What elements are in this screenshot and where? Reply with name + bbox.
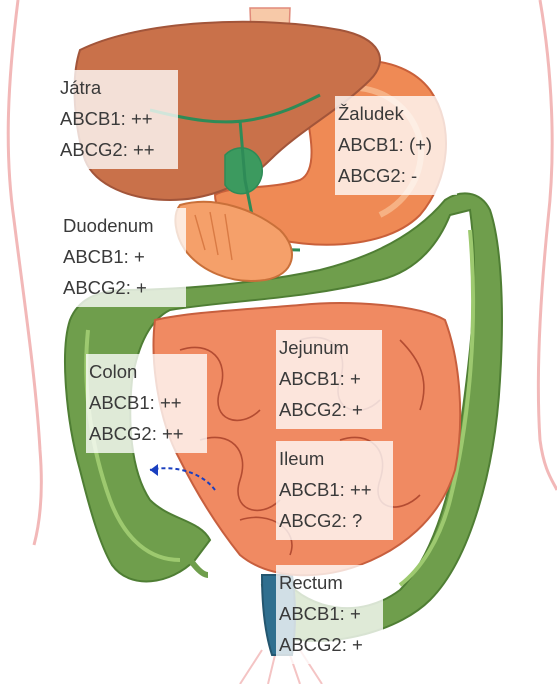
label-duodenum: Duodenum ABCB1: + ABCG2: + <box>60 208 186 307</box>
stomach-abcg2: ABCG2: - <box>338 160 453 191</box>
colon-name: Colon <box>89 356 203 387</box>
ileum-abcb1: ABCB1: ++ <box>279 474 389 505</box>
colon-abcg2: ABCG2: ++ <box>89 418 203 449</box>
duodenum-name: Duodenum <box>63 210 182 241</box>
stomach-abcb1: ABCB1: (+) <box>338 129 453 160</box>
jejunum-abcg2: ABCG2: + <box>279 394 378 425</box>
liver-name: Játra <box>60 72 174 103</box>
rectum-abcg2: ABCG2: + <box>279 629 379 660</box>
ileum-name: Ileum <box>279 443 389 474</box>
label-rectum: Rectum ABCB1: + ABCG2: + <box>276 565 383 664</box>
label-ileum: Ileum ABCB1: ++ ABCG2: ? <box>276 441 393 540</box>
body-outline-left <box>8 0 41 545</box>
label-jejunum: Jejunum ABCB1: + ABCG2: + <box>276 330 382 429</box>
stomach-name: Žaludek <box>338 98 453 129</box>
liver-abcb1: ABCB1: ++ <box>60 103 174 134</box>
ileocecal-arrowhead <box>150 464 158 476</box>
colon-abcb1: ABCB1: ++ <box>89 387 203 418</box>
duodenum-abcb1: ABCB1: + <box>63 241 182 272</box>
rectum-name: Rectum <box>279 567 379 598</box>
body-outline-right <box>538 0 557 490</box>
jejunum-name: Jejunum <box>279 332 378 363</box>
label-stomach: Žaludek ABCB1: (+) ABCG2: - <box>335 96 457 195</box>
label-colon: Colon ABCB1: ++ ABCG2: ++ <box>86 354 207 453</box>
ileum-abcg2: ABCG2: ? <box>279 505 389 536</box>
rectum-abcb1: ABCB1: + <box>279 598 379 629</box>
liver-abcg2: ABCG2: ++ <box>60 134 174 165</box>
jejunum-abcb1: ABCB1: + <box>279 363 378 394</box>
label-liver: Játra ABCB1: ++ ABCG2: ++ <box>57 70 178 169</box>
duodenum-abcg2: ABCG2: + <box>63 272 182 303</box>
